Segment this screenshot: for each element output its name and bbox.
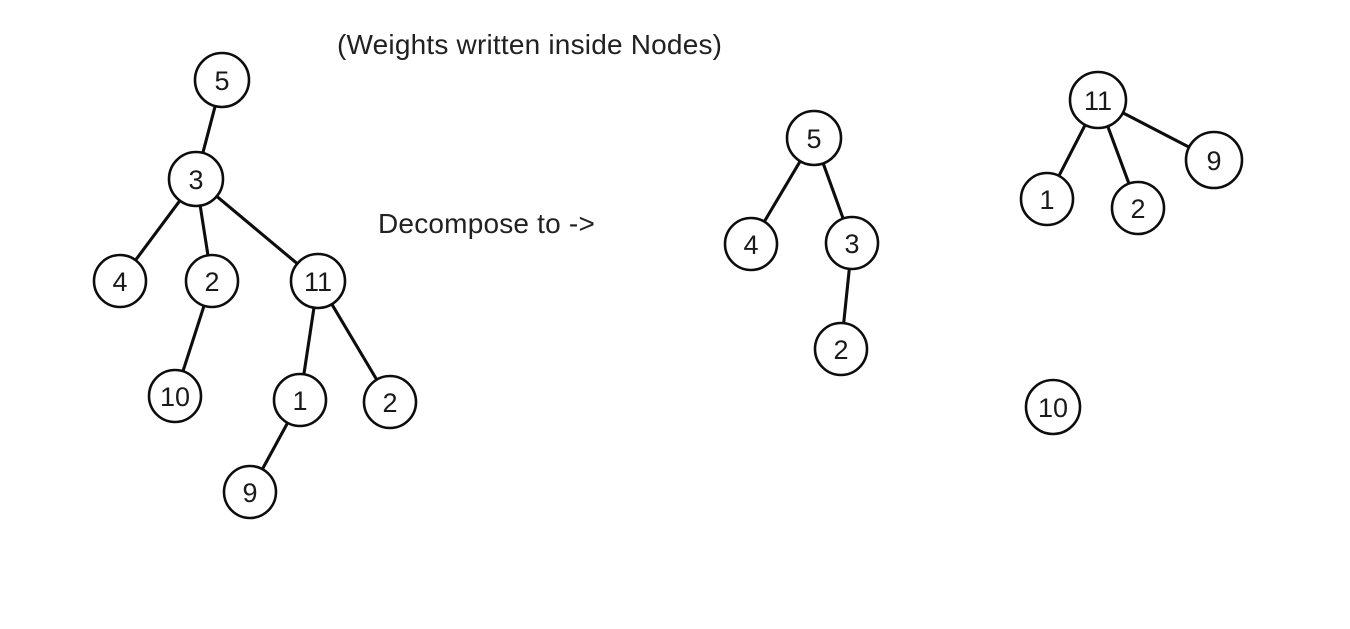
node-weight-label: 2 (382, 388, 397, 418)
node-weight-label: 4 (112, 267, 127, 297)
tree-edge (329, 301, 379, 383)
graph-original-tree: 5 3 4 2 11 10 1 2 9 (92, 51, 418, 520)
node-circle[interactable] (193, 51, 251, 109)
node-weight-label: 5 (806, 124, 821, 154)
node-weight-label: 4 (743, 230, 758, 260)
node-circle[interactable] (222, 464, 278, 520)
node-circle[interactable] (723, 216, 779, 272)
tree-edge (260, 420, 290, 472)
node-weight-label: 11 (304, 267, 332, 297)
node-weight-label: 5 (214, 66, 229, 96)
node-circle[interactable] (272, 372, 328, 428)
tree-edge (214, 194, 300, 266)
tree-node[interactable]: 2 (184, 253, 240, 309)
node-circle[interactable] (1019, 171, 1075, 227)
node-weight-label: 10 (1038, 393, 1068, 423)
tree-node[interactable]: 2 (813, 321, 869, 377)
node-weight-label: 3 (188, 165, 203, 195)
tree-node[interactable]: 3 (824, 215, 880, 271)
tree-edge (181, 303, 206, 374)
node-circle[interactable] (1068, 70, 1128, 130)
tree-node[interactable]: 10 (1024, 378, 1082, 436)
node-circle[interactable] (785, 109, 843, 167)
node-circle[interactable] (824, 215, 880, 271)
node-weight-label: 1 (292, 386, 307, 416)
tree-node[interactable]: 2 (362, 374, 418, 430)
node-weight-label: 2 (833, 335, 848, 365)
node-weight-label: 1 (1039, 185, 1054, 215)
tree-node[interactable]: 3 (167, 150, 225, 208)
tree-edge (201, 103, 217, 156)
node-circle[interactable] (1110, 180, 1166, 236)
node-circle[interactable] (1184, 130, 1244, 190)
tree-edge (1120, 110, 1192, 150)
node-circle[interactable] (147, 368, 203, 424)
node-weight-label: 3 (844, 229, 859, 259)
tree-edge (133, 198, 183, 263)
node-circle[interactable] (362, 374, 418, 430)
node-weight-label: 10 (160, 382, 190, 412)
node-circle[interactable] (1024, 378, 1082, 436)
node-circle[interactable] (813, 321, 869, 377)
tree-node[interactable]: 1 (272, 372, 328, 428)
node-weight-label: 2 (204, 267, 219, 297)
node-weight-label: 9 (242, 478, 257, 508)
tree-node[interactable]: 5 (193, 51, 251, 109)
tree-edge (821, 160, 846, 222)
tree-node[interactable]: 11 (289, 252, 347, 310)
edge-group (1056, 110, 1192, 187)
page-title: (Weights written inside Nodes) (337, 29, 722, 60)
decompose-arrow-label: Decompose to -> (378, 208, 595, 239)
tree-node[interactable]: 9 (222, 464, 278, 520)
edge-group (762, 158, 851, 326)
node-circle[interactable] (167, 150, 225, 208)
tree-edge (762, 158, 803, 225)
node-circle[interactable] (184, 253, 240, 309)
tree-edge (1105, 123, 1131, 187)
node-weight-label: 2 (1130, 194, 1145, 224)
tree-node[interactable]: 9 (1184, 130, 1244, 190)
tree-edge (842, 266, 851, 326)
edge-group (133, 103, 379, 472)
node-circle[interactable] (289, 252, 347, 310)
tree-edge (1056, 122, 1088, 179)
tree-edge (198, 203, 210, 258)
node-weight-label: 9 (1206, 146, 1221, 176)
tree-node[interactable]: 4 (723, 216, 779, 272)
node-weight-label: 11 (1084, 86, 1112, 116)
tree-node[interactable]: 1 (1019, 171, 1075, 227)
tree-edge (302, 305, 316, 377)
tree-node[interactable]: 4 (92, 253, 148, 309)
tree-node[interactable]: 5 (785, 109, 843, 167)
graph-decomposed-tree-a: 5 4 3 2 (723, 109, 880, 377)
tree-node[interactable]: 2 (1110, 180, 1166, 236)
tree-node[interactable]: 10 (147, 368, 203, 424)
tree-node[interactable]: 11 (1068, 70, 1128, 130)
node-circle[interactable] (92, 253, 148, 309)
